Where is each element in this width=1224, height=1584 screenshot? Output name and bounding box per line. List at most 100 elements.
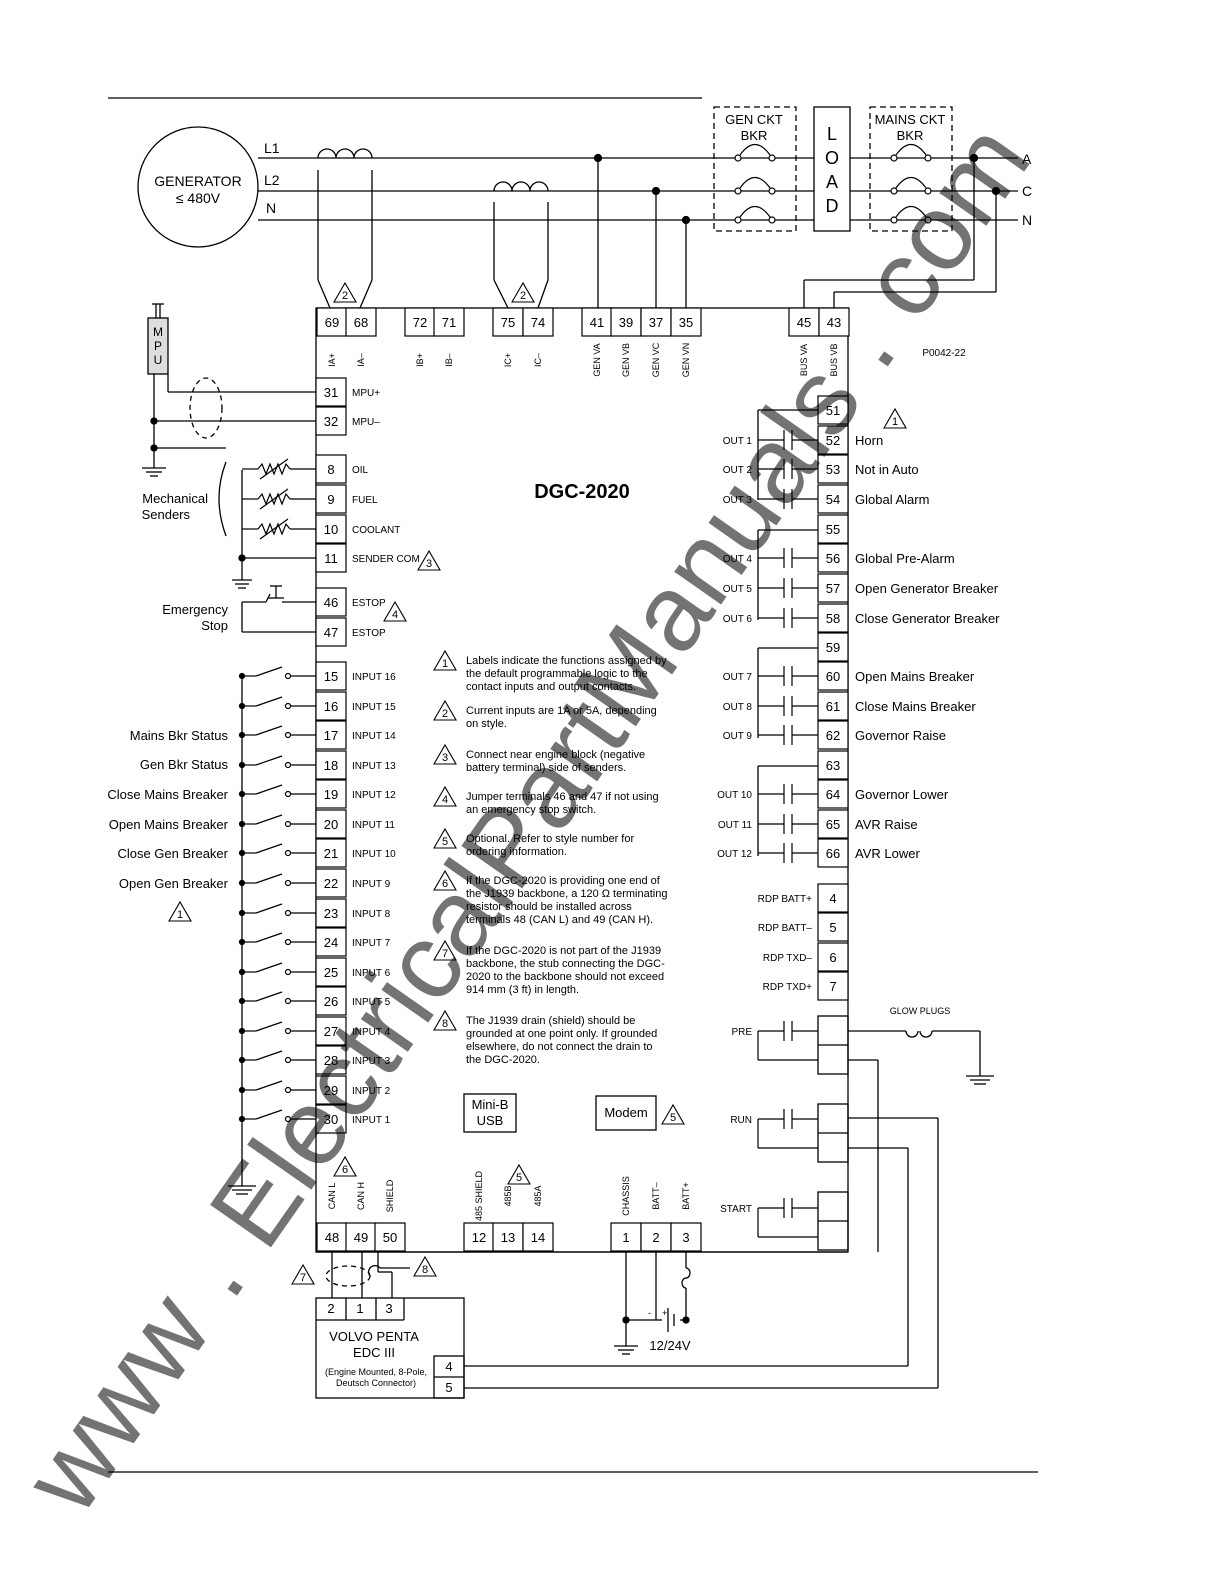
left-terminal-47-box: [315, 617, 347, 647]
device-title: DGC-2020: [534, 481, 630, 503]
breaker-contact: [924, 154, 932, 162]
triangle-number: 7: [300, 1272, 306, 1284]
breaker-contact: [734, 187, 742, 195]
left-terminal-label: FUEL: [352, 495, 378, 506]
top-terminal-68-box: [345, 307, 377, 337]
input-function-label: Close Gen Breaker: [117, 846, 228, 861]
mechanical-senders-label-2: Senders: [142, 507, 191, 522]
breaker-contact: [734, 154, 742, 162]
input-junction: [238, 1115, 246, 1123]
output-function-label: Not in Auto: [855, 462, 919, 477]
triangle-number: 2: [520, 290, 526, 302]
triangle-shape: [333, 281, 357, 303]
output-function-label: Governor Lower: [855, 787, 949, 802]
output-contact-label: OUT 8: [723, 702, 753, 713]
bottom-terminal-label: BATT+: [681, 1182, 691, 1210]
breaker-contact: [768, 187, 776, 195]
triangle-number: 1: [177, 909, 183, 921]
right-terminal-59-box: [817, 632, 849, 662]
output-contact-label: OUT 5: [723, 584, 753, 595]
output-note-triangle: 1: [883, 407, 907, 429]
note-3-text: Connect near engine block (negative: [466, 749, 645, 761]
input-junction: [238, 702, 246, 710]
top-terminal-43-box: [818, 307, 850, 337]
bottom-terminal-50-box: [374, 1222, 406, 1252]
triangle-number: 1: [442, 658, 448, 670]
left-terminal-label: COOLANT: [352, 525, 400, 536]
input-switch-contact: [284, 849, 292, 857]
output-function-label: Governor Raise: [855, 728, 946, 743]
left-terminal-19-number: 19: [324, 787, 338, 802]
left-terminal-label: INPUT 9: [352, 879, 391, 890]
left-terminal-23-number: 23: [324, 906, 338, 921]
top-terminal-41-number: 41: [590, 315, 604, 330]
bottom-terminal-2-number: 2: [652, 1230, 659, 1245]
bottom-terminal-13-number: 13: [501, 1230, 515, 1245]
bottom-terminal-label: 485A: [533, 1185, 543, 1206]
right-terminal-61-box: [817, 691, 849, 721]
right-terminal-53-box: [817, 454, 849, 484]
gen-breaker-label: GEN CKT: [725, 112, 783, 127]
left-terminal-label: SENDER COM: [352, 554, 420, 565]
triangle-shape: [507, 1163, 531, 1185]
input-switch-contact: [284, 1086, 292, 1094]
top-terminal-35-number: 35: [679, 315, 693, 330]
load-letter: A: [826, 172, 838, 192]
note-5-triangle: 5: [433, 827, 457, 849]
triangle-shape: [433, 699, 457, 721]
note-6-text: terminals 48 (CAN L) and 49 (CAN H).: [466, 914, 653, 926]
note-4-text: an emergency stop switch.: [466, 804, 596, 816]
left-terminal-31-number: 31: [324, 385, 338, 400]
input-switch-contact: [284, 1056, 292, 1064]
triangle-number: 7: [442, 948, 448, 960]
triangle-shape: [433, 869, 457, 891]
input-switch-blade: [255, 814, 283, 825]
breaker-arc: [739, 143, 771, 156]
bottom-terminal-label: 485 SHIELD: [474, 1170, 484, 1221]
rdp-terminal-7-number: 7: [829, 979, 836, 994]
left-terminal-10-number: 10: [324, 522, 338, 537]
triangle-number: 1: [892, 416, 898, 428]
left-terminal-15-number: 15: [324, 669, 338, 684]
top-terminal-label: IC+: [503, 353, 513, 367]
top-terminal-74-box: [522, 307, 554, 337]
breaker-contact: [924, 187, 932, 195]
input-junction: [238, 790, 246, 798]
input-switch-blade: [255, 962, 283, 973]
breaker-contact: [890, 187, 898, 195]
top-terminal-45-number: 45: [797, 315, 811, 330]
left-terminal-25-number: 25: [324, 965, 338, 980]
top-terminal-label: GEN VN: [681, 343, 691, 378]
triangle-shape: [168, 900, 192, 922]
left-terminal-11-number: 11: [324, 551, 338, 566]
triangle-number: 3: [426, 558, 432, 570]
right-terminal-65-number: 65: [826, 817, 840, 832]
right-terminal-57-number: 57: [826, 581, 840, 596]
output-contact-label: OUT 12: [717, 849, 752, 860]
input-switch-blade: [255, 725, 283, 736]
triangle-shape: [433, 939, 457, 961]
note-3-text: battery terminal) side of senders.: [466, 762, 626, 774]
top-terminal-75-box: [492, 307, 524, 337]
line-n-label: N: [266, 200, 276, 216]
mpu-letter: P: [154, 339, 162, 353]
bottom-terminal-14-number: 14: [531, 1230, 545, 1245]
rdp-terminal-6-box: [817, 942, 849, 972]
left-terminal-18-box: [315, 750, 347, 780]
input-junction: [238, 997, 246, 1005]
left-terminal-22-number: 22: [324, 876, 338, 891]
volvo-side-terminal-number: 4: [445, 1359, 452, 1374]
triangle-shape: [511, 281, 535, 303]
left-terminal-label: OIL: [352, 465, 369, 476]
bottom-terminal-14-box: [522, 1222, 554, 1252]
left-terminal-9-number: 9: [327, 492, 334, 507]
output-contact-label: OUT 7: [723, 672, 753, 683]
left-terminal-label: INPUT 5: [352, 997, 391, 1008]
note-6-triangle: 6: [433, 869, 457, 891]
left-terminal-label: MPU+: [352, 388, 380, 399]
right-terminal-55-box: [817, 514, 849, 544]
triangle-shape: [661, 1103, 685, 1125]
right-terminal-54-number: 54: [826, 492, 840, 507]
estop-note-triangle: 4: [383, 600, 407, 622]
shield-note-triangle: 8: [413, 1255, 437, 1277]
